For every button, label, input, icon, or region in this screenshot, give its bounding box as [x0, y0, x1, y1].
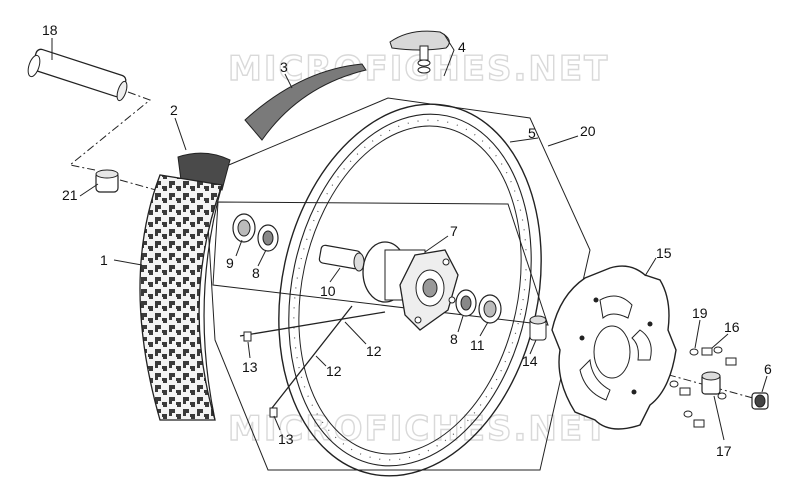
callout-6: 6 [764, 361, 772, 377]
callout-8-left: 8 [252, 265, 260, 281]
axle [27, 48, 128, 102]
bearing-right [455, 289, 477, 317]
spoke-diagonal [271, 305, 353, 409]
wheel-spacer [529, 315, 547, 341]
bearing-left [257, 224, 279, 252]
hub [362, 241, 459, 331]
callout-5: 5 [528, 125, 536, 141]
rim-tape [244, 63, 367, 141]
disc-bolts-top [689, 346, 737, 366]
watermark-bottom: MICROFICHES.NET [228, 409, 609, 449]
callout-9: 9 [226, 255, 234, 271]
callout-21: 21 [62, 187, 78, 203]
callout-2: 2 [170, 102, 178, 118]
callout-12-lower: 12 [326, 363, 342, 379]
callout-14: 14 [522, 353, 538, 369]
callout-13-upper: 13 [242, 359, 258, 375]
hub-group-outline [212, 201, 549, 326]
callout-18: 18 [42, 22, 58, 38]
disc-bolts-bottom [669, 371, 727, 428]
hub-spacer-tube [318, 244, 365, 272]
callout-20: 20 [580, 123, 596, 139]
watermark-top: MICROFICHES.NET [228, 49, 609, 89]
callout-13-lower: 13 [278, 431, 294, 447]
spoke-horizontal [239, 311, 386, 337]
spoke-nipple-bottom [269, 407, 278, 418]
valve [389, 30, 450, 74]
callout-17: 17 [716, 443, 732, 459]
oil-seal-left [232, 213, 256, 243]
brake-disc [551, 265, 677, 430]
callout-12-upper: 12 [366, 343, 382, 359]
leader-lines [51, 33, 768, 441]
tyre [139, 174, 223, 421]
callout-7: 7 [450, 223, 458, 239]
callout-15: 15 [656, 245, 672, 261]
callout-8-right: 8 [450, 331, 458, 347]
oil-seal-right [478, 294, 502, 324]
callout-3: 3 [280, 59, 288, 75]
callout-10: 10 [320, 283, 336, 299]
callouts: 18 2 21 1 3 4 5 20 7 9 8 10 8 11 14 12 1… [42, 22, 772, 459]
callout-4: 4 [458, 39, 466, 55]
axle-nut [751, 392, 769, 410]
callout-19: 19 [692, 305, 708, 321]
callout-16: 16 [724, 319, 740, 335]
callout-11: 11 [470, 337, 485, 353]
callout-1: 1 [100, 252, 108, 268]
spacer [95, 169, 119, 193]
spoke-nipple-top [243, 331, 252, 342]
axle-centerline [68, 91, 152, 171]
